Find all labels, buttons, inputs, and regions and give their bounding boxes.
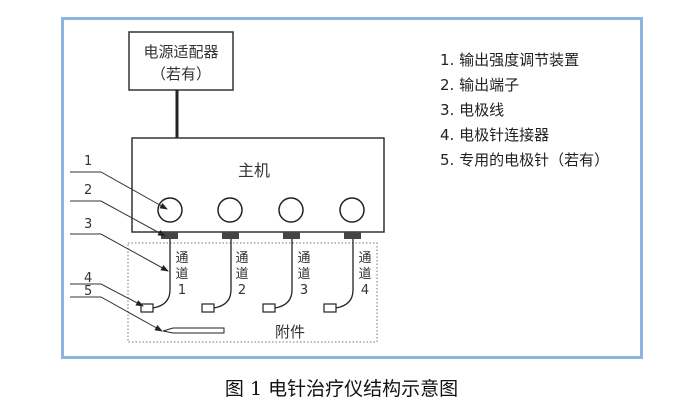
channel-1-label-top: 通 [175, 251, 188, 266]
callout-4-leader [70, 283, 144, 307]
channel-1-number: 1 [178, 283, 186, 298]
figure-caption: 图 1 电针治疗仪结构示意图 [224, 378, 459, 400]
channel-2-label-mid: 道 [235, 267, 248, 282]
legend-item: 4. 电极针连接器 [440, 126, 550, 144]
callout-5-number: 5 [84, 284, 92, 299]
output-terminal-3 [283, 232, 300, 239]
channel-3-label-top: 通 [297, 251, 310, 266]
power-adapter-optional: （若有） [151, 65, 211, 83]
callout-2-leader [70, 200, 166, 237]
callout-2-number: 2 [84, 183, 92, 198]
intensity-knob-3 [278, 197, 304, 223]
electrode-wire-1 [152, 239, 171, 309]
intensity-knob-1 [157, 197, 183, 223]
needle-connector-4 [323, 303, 337, 313]
legend-item: 1. 输出强度调节装置 [440, 51, 580, 69]
electrode-wires [152, 239, 354, 309]
electrode-wire-4 [335, 239, 354, 309]
power-adapter-label: 电源适配器 [143, 43, 218, 61]
needle-connector-2 [201, 303, 215, 313]
power-adapter-box [128, 31, 234, 91]
intensity-knob-2 [217, 197, 243, 223]
callout-3-number: 3 [84, 217, 92, 232]
callout-3-leader [70, 233, 169, 272]
intensity-knobs [157, 197, 365, 223]
output-terminal-1 [161, 232, 178, 239]
legend-item: 5. 专用的电极针（若有） [440, 151, 610, 169]
channel-2-label-top: 通 [235, 251, 248, 266]
needle-connectors [140, 303, 337, 313]
channel-4-label-top: 通 [358, 251, 371, 266]
legend-item: 2. 输出端子 [440, 76, 520, 94]
channel-3-number: 3 [300, 283, 308, 298]
channel-2-number: 2 [238, 283, 246, 298]
channel-4-label-mid: 道 [358, 267, 371, 282]
intensity-knob-4 [339, 197, 365, 223]
channel-4-number: 4 [361, 283, 369, 298]
output-terminal-4 [344, 232, 361, 239]
callout-5-leader [70, 296, 163, 332]
needle-connector-3 [262, 303, 276, 313]
callout-4-number: 4 [84, 271, 92, 286]
channel-1-label-mid: 道 [175, 267, 188, 282]
electrode-needle [162, 327, 225, 334]
callout-1-leader [70, 171, 168, 210]
callout-1-number: 1 [84, 154, 92, 169]
electrode-wire-3 [274, 239, 293, 309]
legend-item: 3. 电极线 [440, 101, 505, 119]
component-legend: 1. 输出强度调节装置 2. 输出端子 3. 电极线 4. 电极针连接器 5. … [440, 48, 609, 173]
electrode-wire-2 [213, 239, 232, 309]
host-unit-label: 主机 [238, 161, 270, 180]
channel-3-label-mid: 道 [297, 267, 310, 282]
accessories-region [127, 242, 378, 343]
output-terminals [161, 232, 361, 239]
output-terminal-2 [222, 232, 239, 239]
accessories-label: 附件 [275, 323, 305, 341]
callouts: 1 2 3 4 5 [70, 154, 169, 332]
channel-labels: 通 道 1 通 道 2 通 道 3 通 道 4 [175, 251, 371, 298]
needle-connector-1 [140, 303, 154, 313]
